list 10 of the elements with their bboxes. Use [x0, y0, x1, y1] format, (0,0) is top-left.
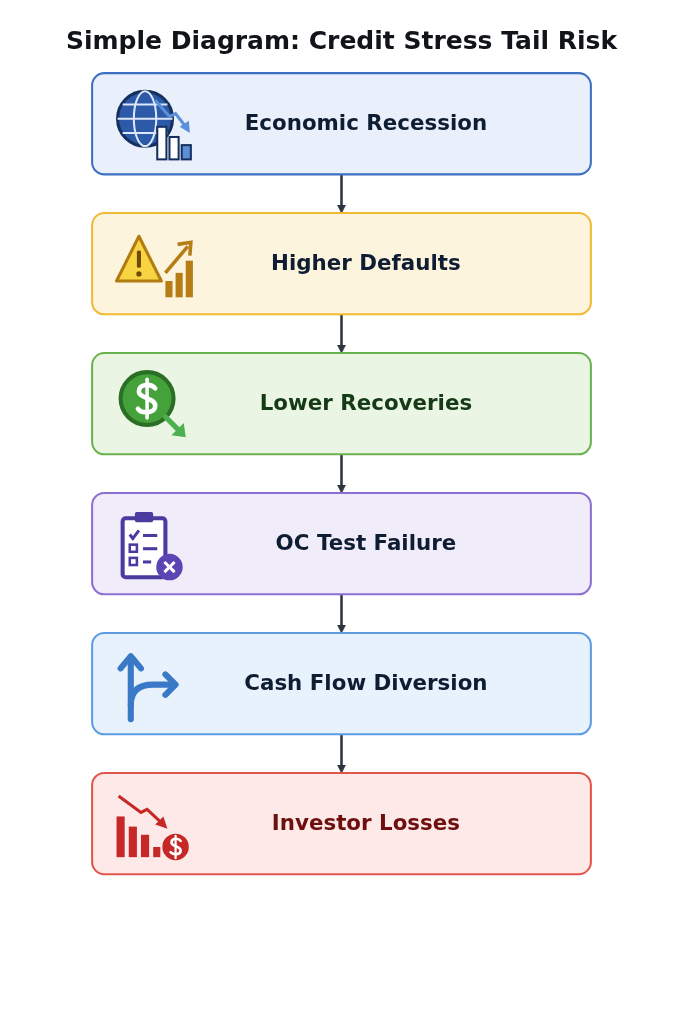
- node-box: OC Test Failure: [91, 492, 592, 596]
- node-box: Higher Defaults: [91, 212, 592, 316]
- node-box: Economic Recession: [91, 72, 592, 176]
- arrow: [337, 314, 346, 354]
- arrow: [337, 454, 346, 494]
- node-box: Investor Losses: [91, 771, 592, 876]
- node-box: Cash Flow Diversion: [91, 631, 592, 736]
- diagram-title: Simple Diagram: Credit Stress Tail Risk: [65, 26, 618, 55]
- node-box: Lower Recoveries: [91, 352, 592, 456]
- arrow: [337, 174, 346, 214]
